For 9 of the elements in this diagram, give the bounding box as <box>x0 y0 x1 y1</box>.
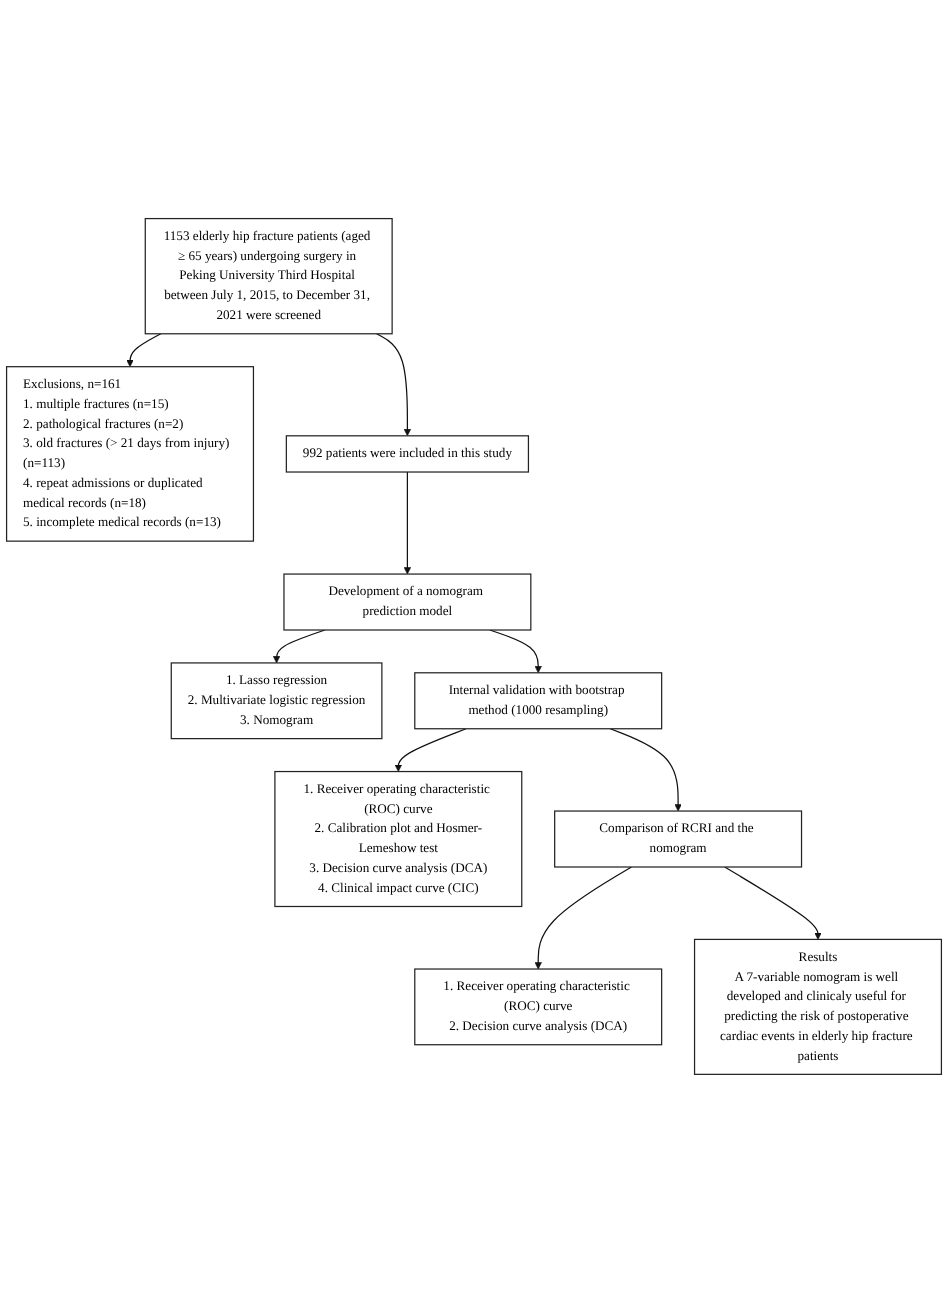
arrow <box>126 333 162 368</box>
arrow <box>724 866 822 941</box>
arrow <box>609 728 682 812</box>
arrow <box>489 629 542 674</box>
arrow <box>272 629 326 664</box>
arrow <box>394 728 467 773</box>
arrow <box>534 866 633 970</box>
arrow <box>375 333 411 437</box>
arrow <box>403 471 411 575</box>
